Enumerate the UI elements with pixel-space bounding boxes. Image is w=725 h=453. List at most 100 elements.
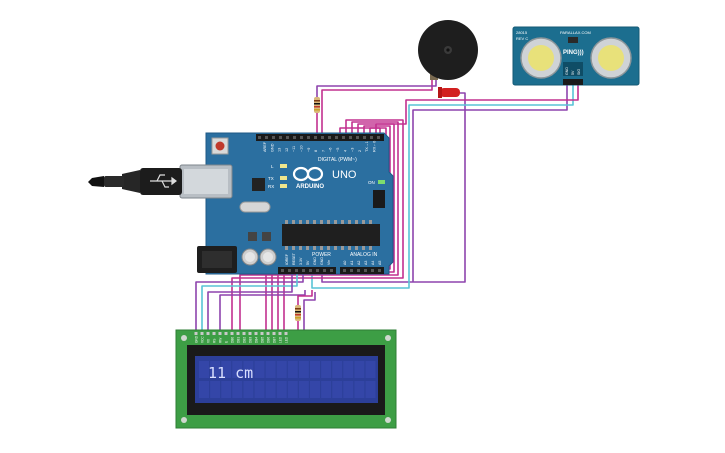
red-led[interactable]	[438, 87, 460, 98]
lcd-pin-hole[interactable]	[248, 332, 252, 335]
led-l	[280, 164, 287, 168]
digital-pin-hole[interactable]	[335, 136, 338, 139]
usb-icon	[150, 174, 177, 188]
power-pin-label: GND	[313, 257, 317, 265]
wire-lcd-vcc[interactable]	[201, 272, 298, 333]
digital-pin-hole[interactable]	[279, 136, 282, 139]
wire-buzzer-gnd[interactable]	[316, 78, 437, 98]
digital-pin-hole[interactable]	[328, 136, 331, 139]
digital-pin-hole[interactable]	[363, 136, 366, 139]
arduino-brand-text: ARDUINO	[296, 184, 324, 190]
wire-lcd-led-res[interactable]	[297, 290, 313, 306]
wire-lcd-e[interactable]	[239, 121, 399, 333]
sensor-pin-header[interactable]	[563, 79, 583, 85]
lcd-char-cell	[210, 381, 221, 398]
analog-pin-hole[interactable]	[371, 269, 374, 272]
lcd-char-cell	[210, 361, 221, 378]
digital-pin-hole[interactable]	[272, 136, 275, 139]
lcd-pin-hole[interactable]	[254, 332, 258, 335]
wire-sensor-gnd[interactable]	[412, 85, 568, 282]
digital-pin-hole[interactable]	[356, 136, 359, 139]
wire-sensor-sig[interactable]	[375, 85, 579, 133]
lcd-char-cell	[332, 381, 343, 398]
lcd-pin-hole[interactable]	[242, 332, 246, 335]
lcd-char-cell	[343, 381, 354, 398]
wire-lcd-rw[interactable]	[219, 290, 306, 333]
digital-pin-hole[interactable]	[314, 136, 317, 139]
digital-pin-label: GND	[270, 143, 274, 152]
arduino-uno-board[interactable]: ARDUINO UNO L TX RX ON DIGITAL (PWM~) AR…	[88, 132, 394, 275]
lcd-pin-hole[interactable]	[230, 332, 234, 335]
crystal	[239, 201, 271, 213]
digital-pin-hole[interactable]	[307, 136, 310, 139]
sensor-brand: PARALLAX.COM	[560, 30, 591, 35]
lcd-char-cell	[298, 361, 309, 378]
lcd-pin-label: DB7	[273, 337, 277, 343]
label-on: ON	[368, 180, 375, 185]
lcd-pin-hole[interactable]	[224, 332, 228, 335]
lcd-char-cell	[199, 381, 209, 398]
resistor-lcd[interactable]	[295, 305, 301, 321]
analog-pin-label: A4	[371, 261, 375, 265]
power-pin-hole[interactable]	[330, 269, 333, 272]
lcd-pin-hole[interactable]	[212, 332, 216, 335]
power-pin-hole[interactable]	[281, 269, 284, 272]
digital-pin-hole[interactable]	[370, 136, 373, 139]
power-header[interactable]	[278, 267, 336, 274]
analog-pin-hole[interactable]	[364, 269, 367, 272]
digital-pin-hole[interactable]	[293, 136, 296, 139]
lcd-char-cell	[332, 361, 343, 378]
lcd-pin-hole[interactable]	[266, 332, 270, 335]
digital-pin-hole[interactable]	[321, 136, 324, 139]
lcd-pin-hole[interactable]	[236, 332, 240, 335]
wire-lcd-led-k[interactable]	[303, 292, 316, 333]
analog-pin-label: A1	[350, 261, 354, 265]
analog-pin-hole[interactable]	[378, 269, 381, 272]
digital-pin-hole[interactable]	[300, 136, 303, 139]
power-pin-hole[interactable]	[323, 269, 326, 272]
power-pin-hole[interactable]	[309, 269, 312, 272]
lcd-pin-hole[interactable]	[260, 332, 264, 335]
wire-lcd-v0[interactable]	[207, 272, 293, 333]
wire-buzzer-signal[interactable]	[321, 78, 433, 133]
digital-header[interactable]	[256, 134, 384, 141]
digital-pin-hole[interactable]	[265, 136, 268, 139]
power-pin-hole[interactable]	[295, 269, 298, 272]
lcd-char-cell	[276, 381, 287, 398]
analog-pin-hole[interactable]	[350, 269, 353, 272]
lcd-char-cell	[287, 361, 298, 378]
lcd-pin-hole[interactable]	[200, 332, 204, 335]
arduino-model-text: UNO	[332, 169, 357, 181]
lcd-char-cell	[199, 361, 209, 378]
analog-header[interactable]	[340, 267, 384, 274]
power-pin-hole[interactable]	[302, 269, 305, 272]
digital-pin-hole[interactable]	[377, 136, 380, 139]
sensor-pin-label: SIG	[577, 69, 581, 75]
lcd-pin-hole[interactable]	[278, 332, 282, 335]
lcd-pin-hole[interactable]	[272, 332, 276, 335]
digital-pin-label: 12	[285, 148, 289, 152]
resistor-buzzer[interactable]	[314, 97, 320, 113]
wire-sensor-5v[interactable]	[311, 85, 574, 289]
lcd-pin-hole[interactable]	[218, 332, 222, 335]
power-pin-hole[interactable]	[288, 269, 291, 272]
analog-pin-hole[interactable]	[357, 269, 360, 272]
lcd-pin-hole[interactable]	[206, 332, 210, 335]
piezo-buzzer[interactable]	[418, 20, 478, 80]
digital-pin-hole[interactable]	[286, 136, 289, 139]
wire-lcd-rs[interactable]	[231, 119, 404, 333]
arduino-logo-icon	[292, 166, 324, 182]
lcd-pin-hole[interactable]	[194, 332, 198, 335]
wire-lcd-gnd[interactable]	[195, 272, 304, 333]
digital-pin-hole[interactable]	[342, 136, 345, 139]
power-pin-hole[interactable]	[316, 269, 319, 272]
analog-pin-hole[interactable]	[343, 269, 346, 272]
lcd-char-cell	[232, 381, 243, 398]
digital-pin-hole[interactable]	[349, 136, 352, 139]
lcd-pin-hole[interactable]	[284, 332, 288, 335]
digital-pin-hole[interactable]	[258, 136, 261, 139]
digital-pin-label: ~9	[307, 148, 311, 152]
lcd-char-cell	[365, 361, 376, 378]
